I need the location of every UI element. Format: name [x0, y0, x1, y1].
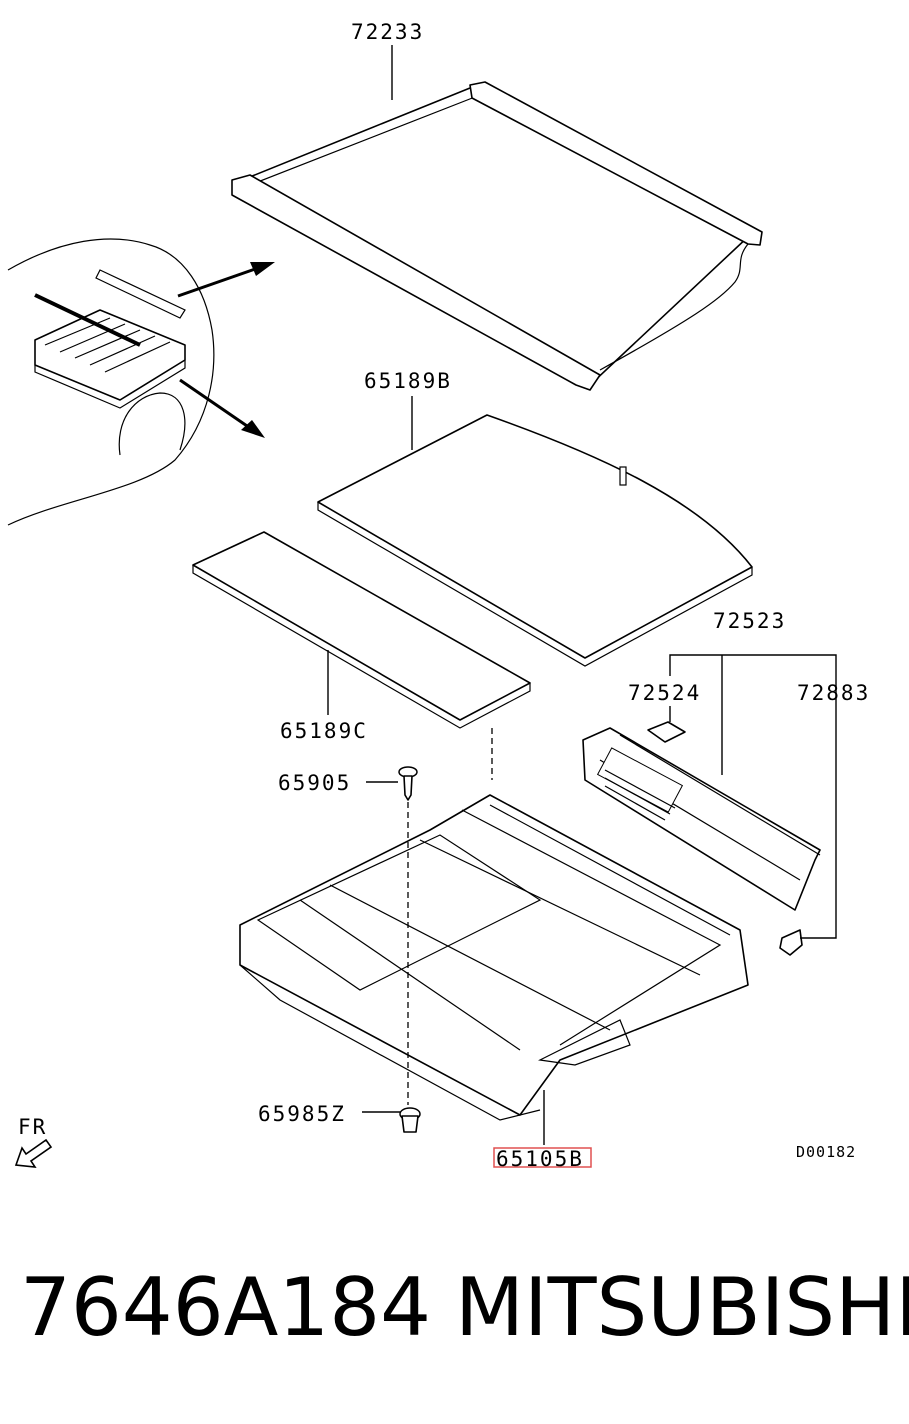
callout-65189c: 65189C	[280, 719, 368, 743]
rear-trim-panel	[582, 727, 821, 911]
plug-part	[399, 1107, 421, 1133]
hook-part	[647, 721, 686, 743]
callout-65105b: 65105B	[496, 1147, 584, 1171]
callout-72523: 72523	[713, 609, 786, 633]
front-arrow-icon	[14, 1138, 53, 1168]
vehicle-rear-outline	[7, 238, 275, 526]
screw-part	[398, 766, 418, 801]
luggage-floor-tray	[239, 794, 749, 1121]
callout-65985z: 65985Z	[258, 1102, 346, 1126]
clip-part	[779, 929, 803, 956]
front-direction-indicator: FR	[14, 1115, 53, 1168]
part-number: 7646A184	[20, 1261, 432, 1354]
callout-65189b: 65189B	[364, 369, 452, 393]
callout-72883: 72883	[797, 681, 870, 705]
callout-72524: 72524	[628, 681, 701, 705]
highlight-box	[493, 1147, 592, 1168]
leader-lines	[327, 45, 837, 1145]
callout-72233: 72233	[351, 20, 424, 44]
brand-name: MITSUBISHI	[455, 1261, 909, 1354]
direction-label: FR	[18, 1115, 47, 1139]
luggage-board-upper	[317, 414, 753, 667]
luggage-board-lower	[192, 531, 531, 729]
tonneau-cover	[231, 81, 763, 391]
diagram-code: D00182	[796, 1143, 856, 1161]
callout-65905: 65905	[278, 771, 351, 795]
